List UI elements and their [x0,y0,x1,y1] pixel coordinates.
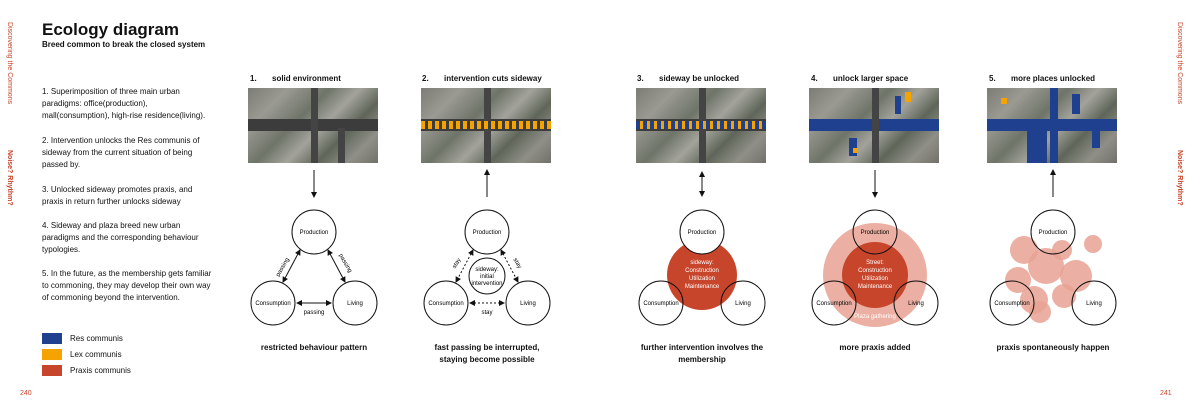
step-2-heading: 2.intervention cuts sideway [422,74,542,83]
page-number-right: 241 [1160,390,1172,397]
svg-text:Consumption: Consumption [643,301,678,307]
paragraph-3: 3. Unlocked sideway promotes praxis, and… [42,185,193,206]
diagram-4: Production Consumption Living Street: Co… [811,209,939,327]
svg-text:Production: Production [688,230,717,236]
svg-text:sideway:: sideway: [475,267,499,273]
node-label: Consumption [255,301,290,307]
svg-text:stay: stay [481,310,492,316]
paragraph-5: 5. In the future, as the membership gets… [42,269,212,302]
svg-text:Construction: Construction [858,268,892,274]
step-1-caption: restricted behaviour pattern [260,343,368,352]
svg-text:initial: initial [480,274,494,280]
paragraph-1: 1. Superimposition of three main urban p… [42,87,206,120]
node-label: Living [347,301,363,307]
svg-text:Consumption: Consumption [994,301,1029,307]
svg-text:Living: Living [520,301,536,307]
svg-text:Production: Production [473,230,502,236]
node-production [291,209,337,255]
svg-text:Utilization: Utilization [862,276,888,282]
legend-label-praxis: Praxis communis [70,366,131,375]
step-4-heading: 4.unlock larger space [811,74,909,83]
page-number-left: 240 [20,390,32,397]
svg-text:Consumption: Consumption [816,301,851,307]
svg-text:stay: stay [452,257,463,270]
svg-text:Consumption: Consumption [428,301,463,307]
aerial-photo-2 [421,88,551,163]
edge-label: passing [304,310,325,316]
node-label: Production [300,230,329,236]
diagram-2: Production Consumption Living sideway: i… [423,209,551,326]
legend-swatch-praxis [42,365,62,376]
svg-text:stay: stay [512,257,523,270]
legend-label-res: Res communis [70,334,123,343]
legend-swatch-lex [42,349,62,360]
diagram-5: Production Consumption Living [989,209,1117,326]
step-5-heading: 5.more places unlocked [989,74,1096,83]
paragraph-2: 2. Intervention unlocks the Res communis… [42,136,200,169]
svg-text:Living: Living [735,301,751,307]
legend-swatch-res [42,333,62,344]
svg-text:Utilization: Utilization [689,276,715,282]
page-subtitle: Breed common to break the closed system [42,40,206,49]
node-living [332,280,378,326]
svg-text:Production: Production [1039,230,1068,236]
node-consumption [250,280,296,326]
aerial-photo-1 [248,88,378,163]
step-5-caption: praxis spontaneously happen [996,343,1110,352]
step-2-caption: fast passing be interrupted, staying bec… [434,343,540,364]
diagram-1: Production Consumption Living passing pa… [250,209,378,326]
svg-text:Street:: Street: [866,260,884,266]
step-3-caption: further intervention involves the member… [640,343,764,364]
svg-text:sideway:: sideway: [690,260,714,266]
svg-text:Production: Production [861,230,890,236]
svg-text:Living: Living [1086,301,1102,307]
svg-text:Maintenance: Maintenance [858,284,893,290]
svg-text:Plaza gathering: Plaza gathering [854,314,896,320]
svg-text:intervention: intervention [471,281,502,287]
step-1-heading: 1.solid environment [250,74,341,83]
legend-label-lex: Lex communis [70,350,122,359]
step-3-heading: 3.sideway be unlocked [637,74,740,83]
step-4-caption: more praxis added [839,343,911,352]
page-title: Ecology diagram [42,20,179,39]
svg-text:Construction: Construction [685,268,719,274]
diagram-3: Production Consumption Living sideway: C… [638,209,766,326]
edge-label: passing [275,257,291,278]
aerial-photo-3 [636,88,766,163]
aerial-photo-4 [809,88,939,163]
aerial-photo-5 [987,88,1117,163]
paragraph-4: 4. Sideway and plaza breed new urban par… [42,221,199,254]
svg-text:Maintenance: Maintenance [685,284,720,290]
svg-text:Living: Living [908,301,924,307]
